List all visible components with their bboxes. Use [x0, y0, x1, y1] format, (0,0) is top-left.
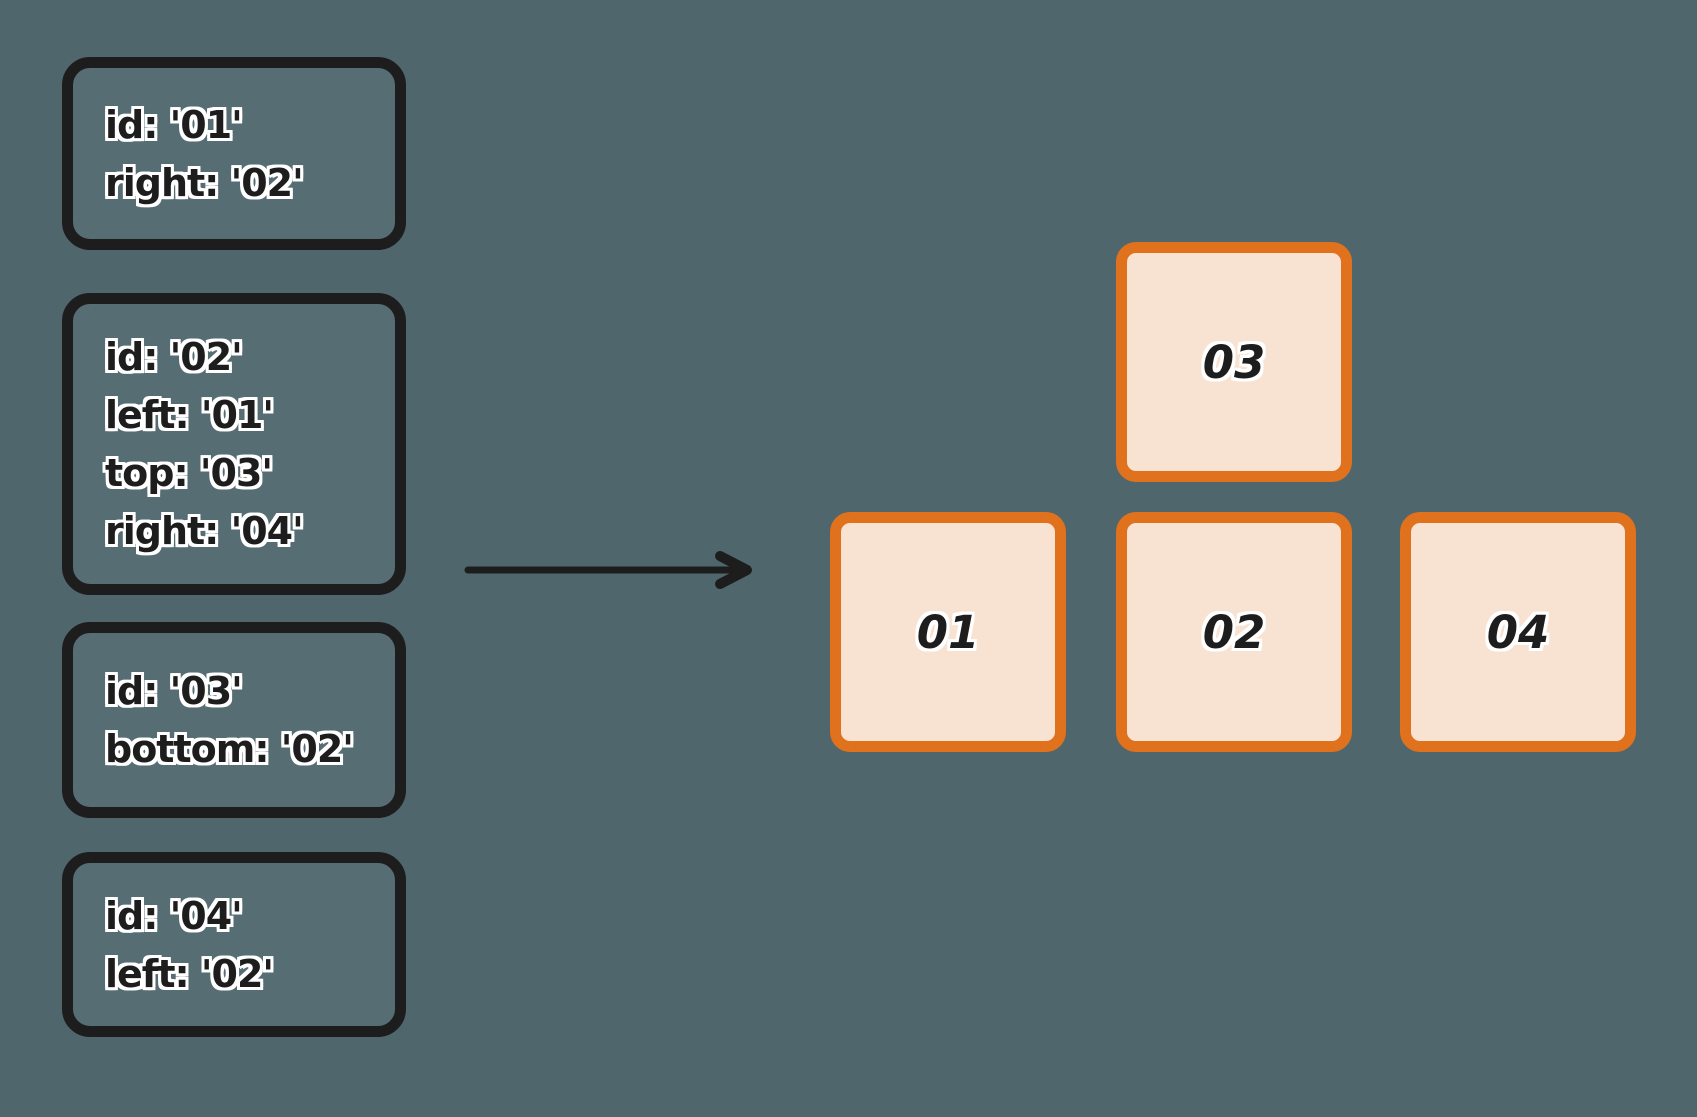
- definition-line: left: '01': [105, 393, 274, 437]
- node-card-01: 01: [830, 512, 1066, 752]
- definition-line: bottom: '02': [105, 727, 354, 771]
- definition-line: right: '02': [105, 160, 304, 205]
- node-label: 03: [1202, 335, 1266, 389]
- definition-line: id: '02': [105, 335, 243, 379]
- arrow-right-icon: [464, 551, 752, 589]
- definition-line: id: '04': [105, 893, 243, 938]
- node-label: 01: [916, 605, 980, 659]
- definition-line: id: '01': [105, 102, 243, 147]
- definition-line: right: '04': [105, 509, 304, 553]
- node-card-02: 02: [1116, 512, 1352, 752]
- node-label: 04: [1486, 605, 1550, 659]
- definition-card-03: id: '03' bottom: '02': [62, 622, 406, 818]
- definition-line: id: '03': [105, 669, 243, 713]
- definition-line: top: '03': [105, 451, 273, 495]
- definition-card-02: id: '02' left: '01' top: '03' right: '04…: [62, 293, 406, 595]
- definition-card-01: id: '01' right: '02': [62, 57, 406, 250]
- node-card-03: 03: [1116, 242, 1352, 482]
- node-label: 02: [1202, 605, 1266, 659]
- node-card-04: 04: [1400, 512, 1636, 752]
- definition-card-04: id: '04' left: '02': [62, 852, 406, 1037]
- definition-line: left: '02': [105, 951, 274, 996]
